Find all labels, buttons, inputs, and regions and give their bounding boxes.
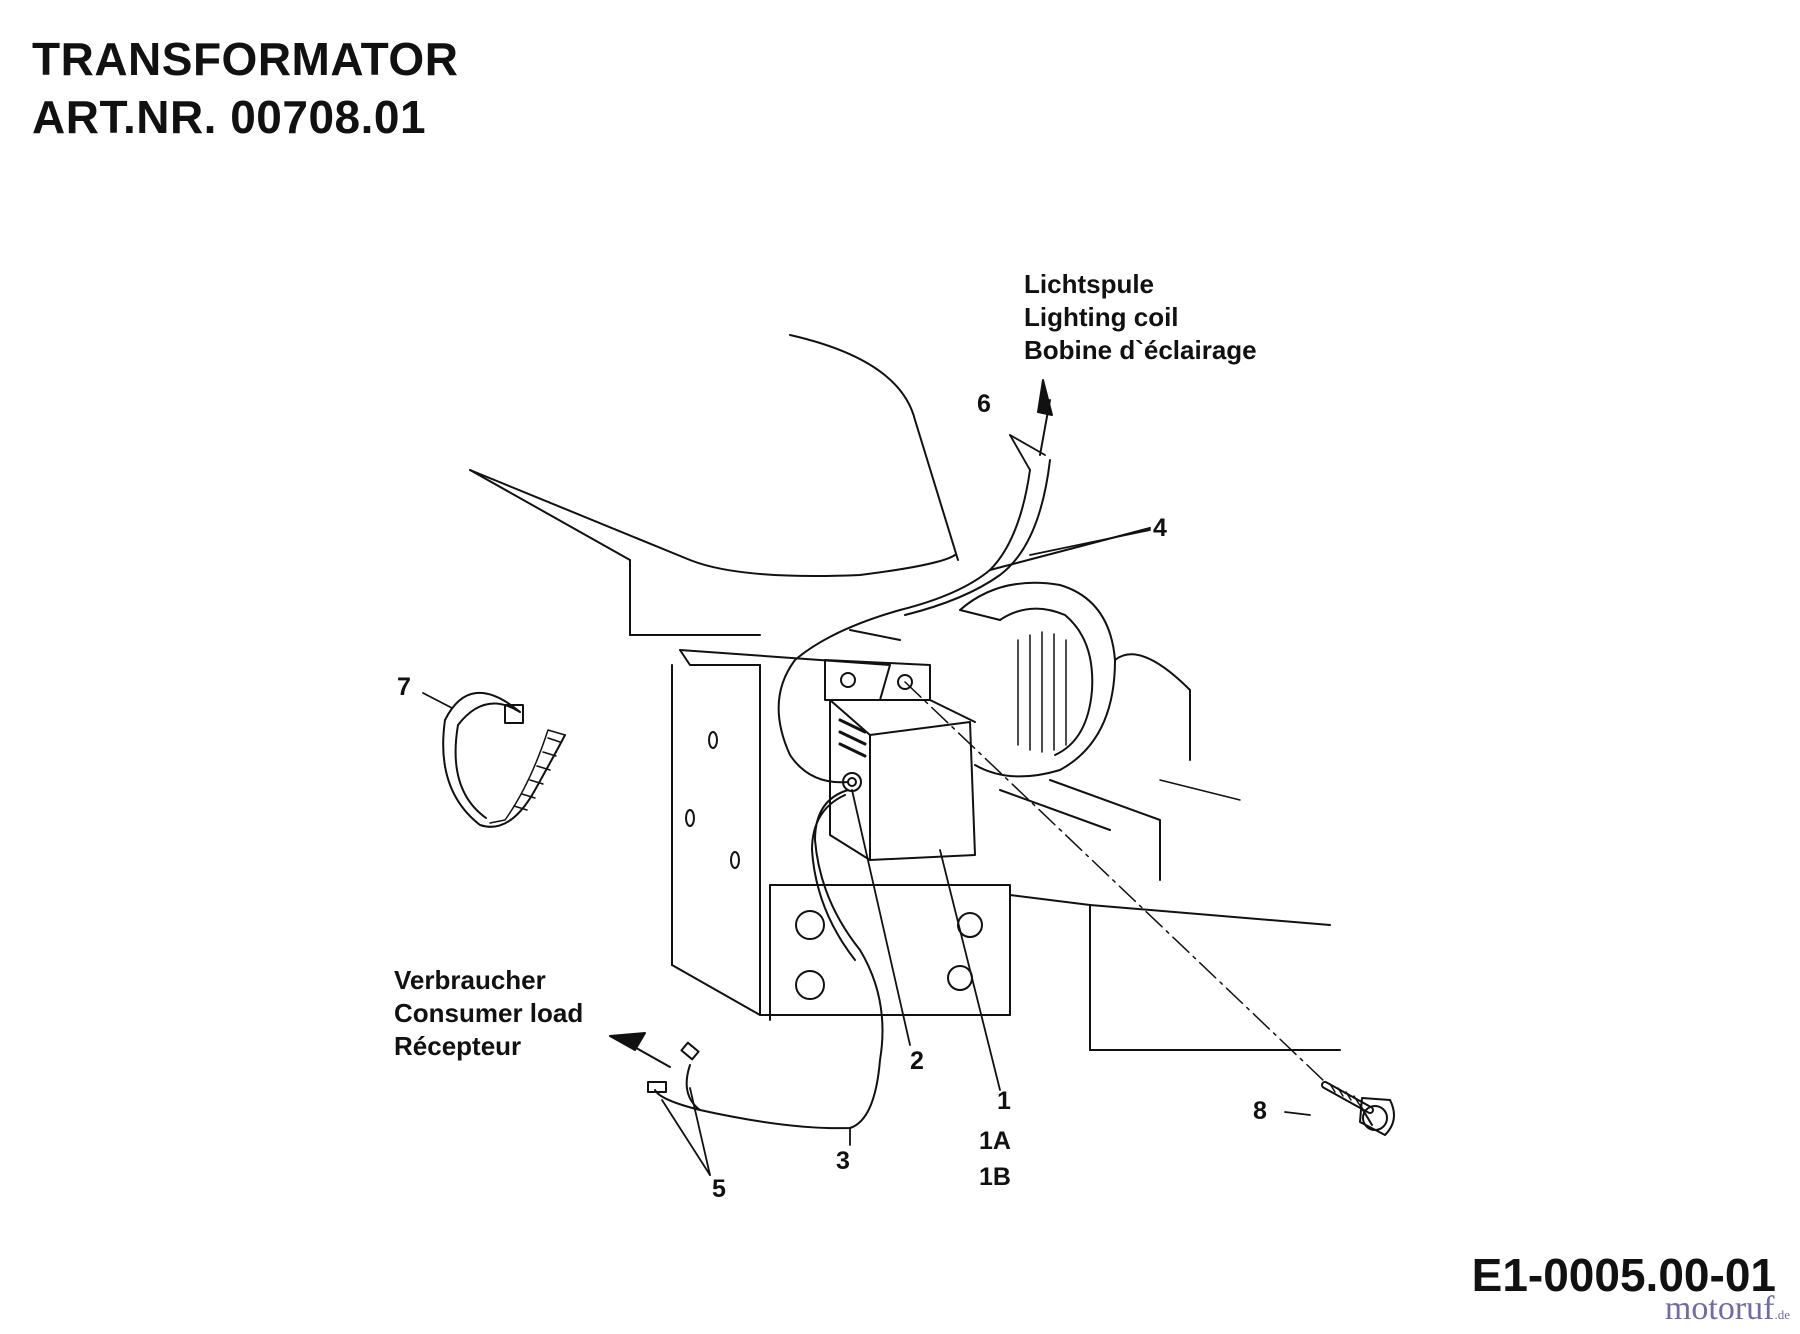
consumer-load-label: Verbraucher Consumer load Récepteur — [394, 964, 583, 1063]
watermark-suffix: .de — [1774, 1307, 1790, 1322]
mounting-bracket — [671, 649, 1341, 1051]
consumer-load-label-en: Consumer load — [394, 998, 584, 1028]
callout-8: 8 — [1253, 1097, 1267, 1125]
lighting-coil-label-fr: Bobine d`éclairage — [1024, 335, 1257, 365]
callout-6: 6 — [977, 390, 991, 418]
callout-2: 2 — [910, 1047, 924, 1075]
flywheel-cylinder — [959, 581, 1241, 801]
engine-housing — [469, 334, 959, 641]
callout-3: 3 — [836, 1147, 850, 1175]
direction-arrows — [609, 379, 1053, 1068]
callout-4: 4 — [1153, 514, 1167, 542]
bolt-centerline — [904, 681, 1326, 1083]
callout-1: 1 — [997, 1087, 1011, 1115]
diagram-code: E1-0005.00-01 — [1471, 1249, 1776, 1301]
watermark-logo: motoruf.de — [1665, 1290, 1790, 1328]
wire-harness — [654, 459, 1151, 1130]
callout-7: 7 — [397, 673, 411, 701]
transformer-box — [824, 659, 976, 861]
callout-1a: 1A — [979, 1127, 1011, 1155]
spade-connectors — [647, 1041, 700, 1093]
callout-5: 5 — [712, 1175, 726, 1203]
lighting-coil-label: Lichtspule Lighting coil Bobine d`éclair… — [1024, 268, 1257, 367]
callout-1b: 1B — [979, 1163, 1011, 1191]
title-line-1: TRANSFORMATOR — [32, 33, 459, 85]
watermark-text: motoruf — [1664, 1290, 1775, 1327]
lighting-coil-label-de: Lichtspule — [1024, 269, 1155, 299]
consumer-load-label-fr: Récepteur — [394, 1031, 522, 1061]
diagram-title: TRANSFORMATOR ART.NR. 00708.01 — [32, 30, 458, 146]
bolt — [1321, 1081, 1395, 1136]
title-line-2: ART.NR. 00708.01 — [32, 91, 427, 143]
lighting-coil-label-en: Lighting coil — [1024, 302, 1179, 332]
consumer-load-label-de: Verbraucher — [394, 965, 546, 995]
cable-tie — [442, 691, 566, 828]
leader-lines — [422, 434, 1311, 1176]
